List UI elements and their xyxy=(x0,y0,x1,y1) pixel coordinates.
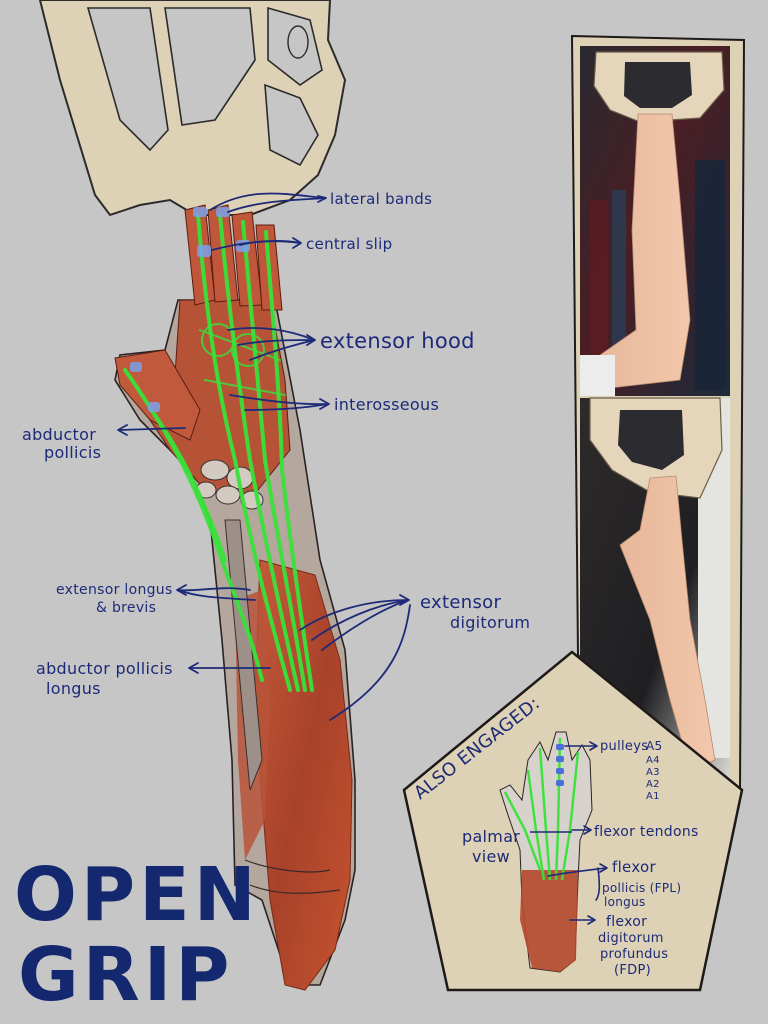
title-line-1: OPEN xyxy=(14,852,260,938)
pulley-a4: A4 xyxy=(646,755,660,766)
dorsal-labels: lateral bands central slip extensor hood… xyxy=(22,190,530,698)
label-flexor-tendons: flexor tendons xyxy=(594,824,699,840)
label-fpl-line3: longus xyxy=(604,895,646,909)
label-extensor-digitorum-line1: extensor xyxy=(420,592,501,613)
poster-title: OPEN GRIP xyxy=(14,852,260,1018)
hangboard-illustration xyxy=(38,0,347,217)
pulley-a1: A1 xyxy=(646,791,660,802)
label-extensor-digitorum-line2: digitorum xyxy=(450,613,530,632)
label-fpl-line2: pollicis (FPL) xyxy=(602,881,681,895)
label-lateral-bands: lateral bands xyxy=(330,190,432,208)
pulley-a2: A2 xyxy=(646,779,660,790)
label-extensor-hood: extensor hood xyxy=(320,329,475,353)
label-extensor-longus-line2: & brevis xyxy=(96,600,156,616)
pulley-a5: A5 xyxy=(646,739,662,753)
label-pulleys: pulleys xyxy=(600,739,648,754)
label-palmar: palmar xyxy=(462,827,520,846)
label-abductor-pollicis-line2: pollicis xyxy=(44,443,101,462)
leader-lines xyxy=(117,192,411,721)
label-fdp-line1: flexor xyxy=(606,914,647,930)
label-view: view xyxy=(472,847,510,866)
label-fdp-line2: digitorum xyxy=(598,931,664,946)
dorsal-forearm-illustration xyxy=(114,204,356,991)
label-fdp-line3: profundus xyxy=(600,947,668,962)
label-fdp-line4: (FDP) xyxy=(614,963,651,978)
label-central-slip: central slip xyxy=(306,235,392,253)
label-abductor-pollicis-line1: abductor xyxy=(22,425,96,444)
title-line-2: GRIP xyxy=(18,932,234,1018)
palmar-hand-illustration xyxy=(499,731,593,973)
panel-leader-lines xyxy=(547,741,608,925)
open-grip-photo-1 xyxy=(580,46,730,396)
open-grip-photo-2 xyxy=(580,397,730,778)
label-abductor-longus-line2: longus xyxy=(46,679,101,698)
pulley-a3: A3 xyxy=(646,767,660,778)
label-fpl-line1: flexor xyxy=(612,858,657,876)
label-extensor-longus-line1: extensor longus xyxy=(56,582,173,598)
label-interosseous: interosseous xyxy=(334,395,439,414)
label-abductor-longus-line1: abductor pollicis xyxy=(36,659,173,678)
